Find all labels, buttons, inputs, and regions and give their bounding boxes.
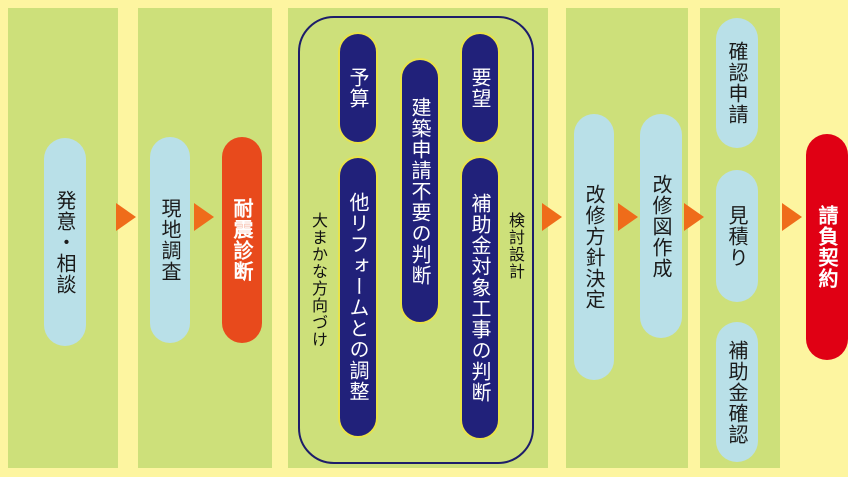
- site-survey-label: 現地調査: [158, 198, 182, 282]
- direction-label: 大まかな方向づけ: [309, 212, 328, 348]
- arrow-1: [116, 203, 136, 231]
- arrow-3: [542, 203, 562, 231]
- arrow-6: [782, 203, 802, 231]
- other-reform-step: 他リフォームとの調整: [338, 156, 378, 438]
- request-label: 要望: [468, 67, 492, 109]
- subsidy-confirm-label: 補助金確認: [725, 339, 749, 445]
- contract-label: 請負契約: [815, 205, 839, 289]
- budget-step: 予算: [338, 32, 378, 144]
- building-permit-label: 建築申請不要の判断: [408, 96, 432, 286]
- arrow-4: [618, 203, 638, 231]
- building-permit-step: 建築申請不要の判断: [400, 58, 440, 324]
- confirm-application-step: 確認申請: [716, 18, 758, 148]
- review-design-label: 検討設計: [506, 212, 525, 280]
- other-reform-label: 他リフォームとの調整: [346, 192, 370, 402]
- budget-label: 予算: [346, 67, 370, 109]
- drawing-step: 改修図作成: [640, 114, 682, 338]
- confirm-application-label: 確認申請: [725, 41, 749, 125]
- subsidy-confirm-step: 補助金確認: [716, 322, 758, 462]
- estimate-label: 見積り: [725, 204, 749, 268]
- subsidy-target-label: 補助金対象工事の判断: [468, 193, 492, 403]
- contract-step: 請負契約: [806, 134, 848, 360]
- drawing-label: 改修図作成: [649, 173, 673, 279]
- consult-label: 発意・相談: [53, 189, 77, 295]
- request-step: 要望: [460, 32, 500, 144]
- review-loop: [298, 16, 534, 464]
- policy-step: 改修方針決定: [574, 114, 614, 380]
- site-survey-step: 現地調査: [150, 137, 190, 343]
- arrow-2: [194, 203, 214, 231]
- seismic-diagnosis-step: 耐震診断: [222, 137, 262, 343]
- estimate-step: 見積り: [716, 170, 758, 302]
- arrow-5: [684, 203, 704, 231]
- subsidy-target-step: 補助金対象工事の判断: [460, 156, 500, 440]
- consult-step: 発意・相談: [44, 138, 86, 346]
- seismic-diagnosis-label: 耐震診断: [230, 198, 254, 282]
- policy-label: 改修方針決定: [582, 184, 606, 310]
